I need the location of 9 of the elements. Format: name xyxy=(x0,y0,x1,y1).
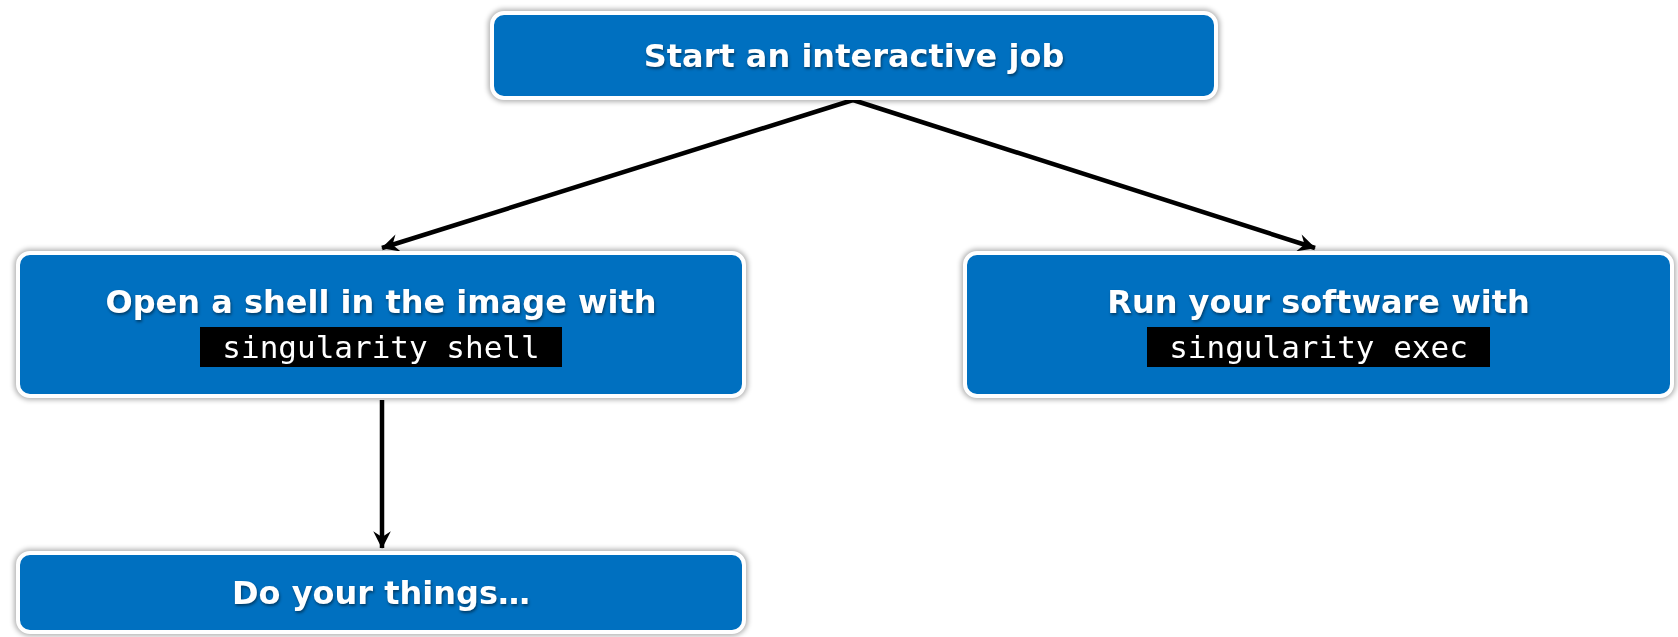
command-text: singularity shell xyxy=(200,326,562,367)
box-title: Start an interactive job xyxy=(643,36,1065,75)
box-title: Run your software with xyxy=(1107,282,1530,321)
arrow xyxy=(381,97,854,252)
command-text: singularity exec xyxy=(1147,326,1490,367)
box-title: Do your things… xyxy=(232,573,530,612)
arrow xyxy=(373,400,391,549)
arrow xyxy=(852,97,1316,252)
box-title: Open a shell in the image with xyxy=(105,282,657,321)
